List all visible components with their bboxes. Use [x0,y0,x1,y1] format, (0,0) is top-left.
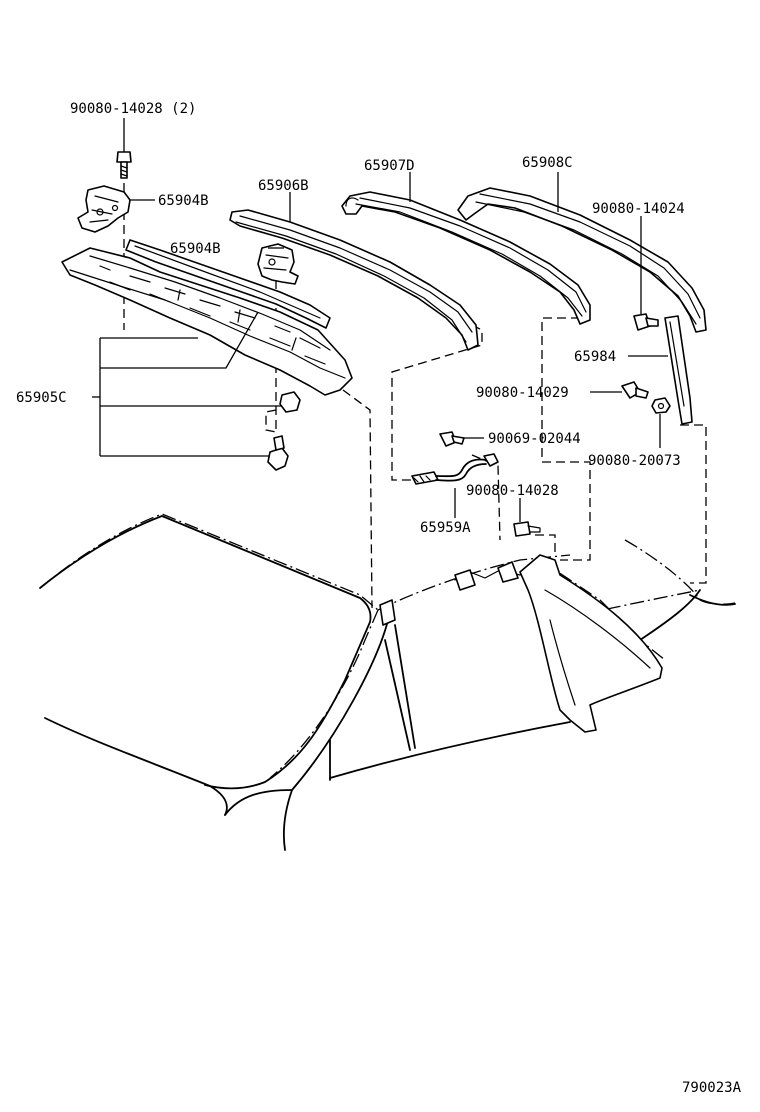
label-header-panel: 65905C [16,390,67,406]
clip-upper[interactable] [279,391,301,413]
nut-rear[interactable] [651,397,671,414]
label-bolt-cable: 90069-02044 [488,431,581,447]
label-bolt-top-left: 90080-14028 (2) [70,101,196,117]
hinge-lower[interactable] [257,243,299,285]
bolt-rear-mid[interactable] [621,381,649,399]
rail-front[interactable] [229,209,479,351]
label-rail-front: 65906B [258,178,309,194]
car-body-outline [39,513,736,851]
cable[interactable] [411,453,499,485]
label-bolt-cable-lower: 90080-14028 [466,483,559,499]
figure-number: 790023A [682,1080,742,1096]
label-rail-rear: 65908C [522,155,573,171]
header-panel[interactable] [61,239,353,396]
bolt-top-left[interactable] [116,151,132,179]
rail-rear[interactable] [457,187,707,333]
callout-labels: 90080-14028 (2) 65904B 65904B 65906B 659… [16,101,742,1096]
bolt-cable-lower[interactable] [513,521,541,537]
hinge-upper[interactable] [77,185,131,233]
label-cable: 65959A [420,520,471,536]
label-bolt-rear-top: 90080-14024 [592,201,685,217]
label-hinge-upper: 65904B [158,193,209,209]
bracket-rear[interactable] [664,315,693,425]
leader-lines [92,118,668,522]
label-nut-rear: 90080-20073 [588,453,681,469]
clip-lower[interactable] [267,435,289,471]
bolt-cable[interactable] [439,431,465,447]
label-hinge-lower: 65904B [170,241,221,257]
label-bracket-rear: 65984 [574,349,616,365]
label-bolt-rear-mid: 90080-14029 [476,385,569,401]
rail-middle[interactable] [341,191,591,325]
label-rail-middle: 65907D [364,158,415,174]
bolt-rear-top[interactable] [633,313,659,331]
